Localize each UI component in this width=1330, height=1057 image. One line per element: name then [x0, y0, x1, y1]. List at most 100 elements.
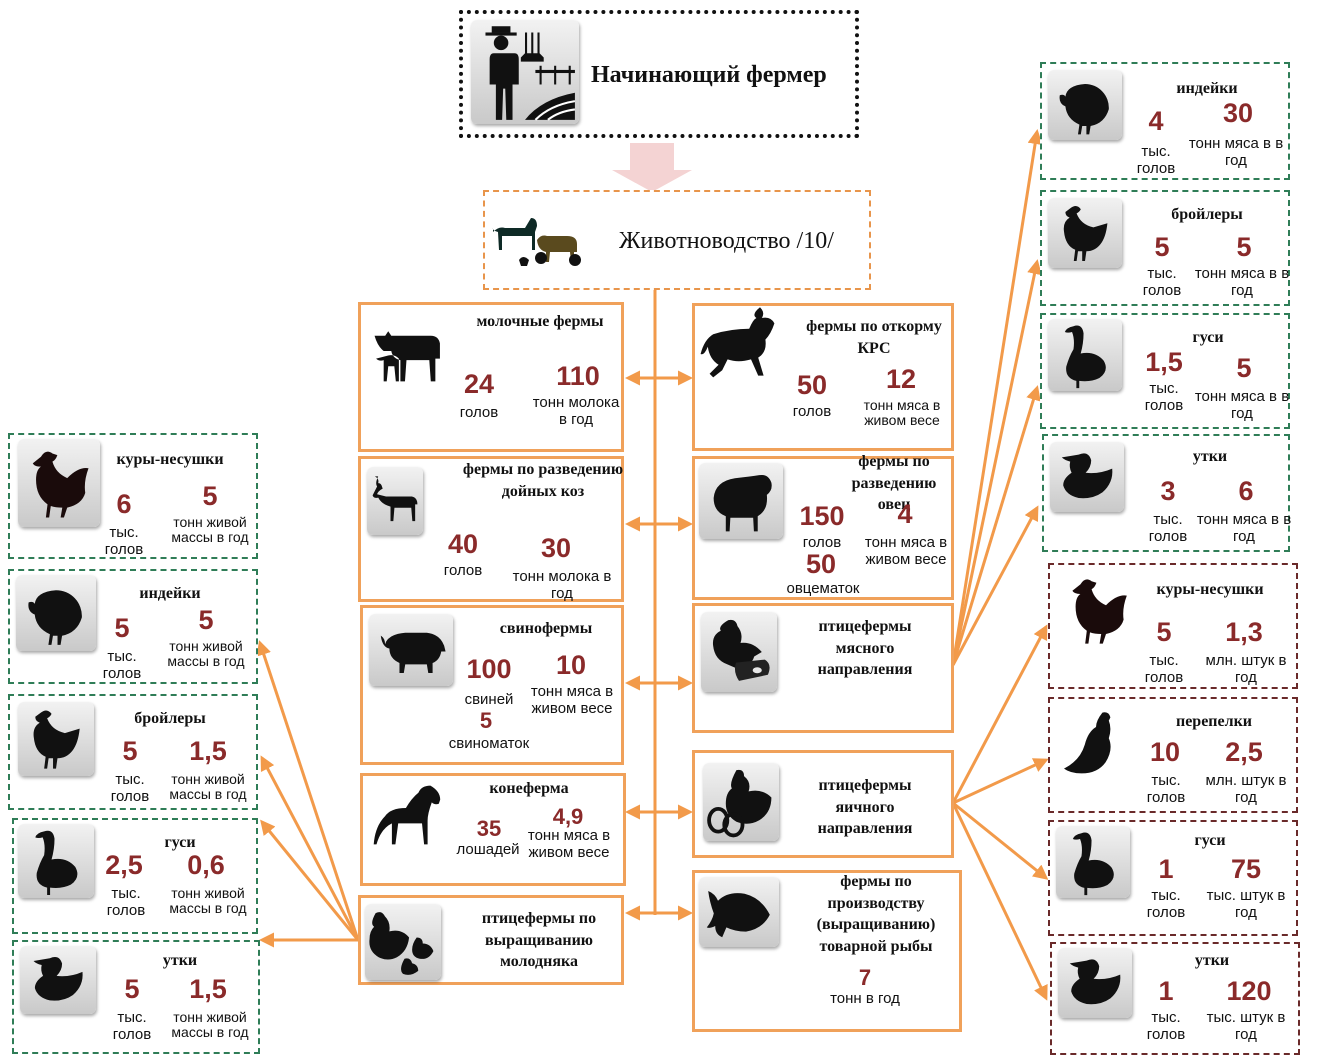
unit: тонн мяса в в год — [1194, 265, 1290, 299]
bird-box-meat-geese: гуси 1,5 тыс. голов 5 тонн мяса в в год — [1040, 313, 1290, 429]
value: 10 — [1149, 737, 1181, 767]
value: 35 — [476, 816, 502, 841]
unit: тыс. голов — [1144, 652, 1184, 686]
farm-title: птицефермы мясного направления — [817, 618, 913, 679]
unit: тыс. штук в год — [1206, 887, 1286, 921]
farm-poultry-young: птицефермы по выращиванию молодняка — [358, 895, 624, 985]
unit: овцематок — [786, 580, 860, 597]
unit: тыс. голов — [102, 648, 142, 682]
unit: тыс. голов — [1142, 265, 1182, 299]
value: 5 — [114, 613, 130, 643]
unit: тыс. голов — [1136, 143, 1176, 177]
bird-title: индейки — [1176, 80, 1238, 97]
hen-icon — [18, 439, 100, 527]
page-title: Начинающий фермер — [591, 62, 827, 88]
value: 50 — [796, 370, 828, 400]
farm-title: конеферма — [489, 780, 569, 797]
unit: голов — [459, 404, 499, 421]
unit: тонн молока в год — [532, 394, 620, 428]
bird-box-egg-ducks: утки 1 тыс. голов 120 тыс. штук в год — [1050, 942, 1300, 1055]
goose-icon — [1056, 826, 1130, 898]
farm-title: фермы по производству (выращиванию) това… — [816, 873, 936, 955]
down-arrow — [612, 143, 692, 192]
value: 6 — [1238, 476, 1254, 506]
unit: тыс. голов — [1144, 380, 1184, 414]
value: 5 — [122, 736, 138, 766]
bird-title: гуси — [1194, 832, 1226, 849]
cow-calf-icon — [365, 313, 451, 389]
value: 12 — [885, 364, 917, 394]
chicken-meat-icon — [701, 612, 777, 692]
value: 4 — [1148, 106, 1164, 136]
unit: тонн мяса в живом весе — [527, 827, 611, 861]
livestock-icon — [489, 210, 589, 274]
value: 110 — [556, 361, 600, 391]
unit: свиноматок — [448, 735, 530, 752]
value: 6 — [116, 489, 132, 519]
quail-icon — [1056, 703, 1136, 783]
farm-title: фермы по разведению дойных коз — [462, 461, 624, 500]
value: 2,5 — [105, 850, 143, 880]
bird-box-left-turkeys: индейки 5 тыс. голов 5 тонн живой массы … — [8, 569, 258, 684]
unit: тыс. штук в год — [1206, 1009, 1286, 1043]
bird-title: гуси — [1192, 329, 1224, 346]
unit: млн. штук в год — [1205, 652, 1287, 686]
bull-icon — [697, 300, 787, 390]
value: 75 — [1230, 854, 1262, 884]
value: 5 — [1154, 232, 1170, 262]
bird-box-egg-quails: перепелки 10 тыс. голов 2,5 млн. штук в … — [1048, 697, 1298, 813]
farm-goats: фермы по разведению дойных коз 40 голов … — [358, 456, 624, 602]
fish-icon — [699, 877, 779, 947]
unit: тонн мяса в живом весе — [530, 683, 614, 717]
duck-icon — [1050, 442, 1124, 512]
unit: тыс. голов — [1146, 1009, 1186, 1043]
bird-box-left-ducks: утки 5 тыс. голов 1,5 тонн живой массы в… — [12, 940, 260, 1054]
goose-icon — [18, 824, 94, 898]
value: 5 — [1236, 232, 1252, 262]
bird-title: индейки — [139, 585, 201, 602]
value: 30 — [1222, 98, 1254, 128]
value: 5 — [1156, 617, 1172, 647]
unit: голов — [792, 403, 832, 420]
bird-box-left-hens: куры-несушки 6 тыс. голов 5 тонн живой м… — [8, 433, 258, 559]
farm-poultry-meat: птицефермы мясного направления — [692, 603, 954, 733]
unit: тонн живой массы в год — [171, 1009, 249, 1041]
bird-title: утки — [162, 952, 198, 969]
value: 1 — [1158, 976, 1174, 1006]
bird-box-left-geese: гуси 2,5 тыс. голов 0,6 тонн живой массы… — [12, 818, 258, 934]
goat-icon — [367, 467, 423, 535]
hen-eggs-icon — [703, 763, 779, 841]
value: 150 — [799, 501, 845, 531]
turkey-icon — [1048, 70, 1122, 140]
value: 4,9 — [552, 804, 584, 829]
broiler-icon — [18, 702, 94, 776]
unit: тонн мяса в в год — [1194, 388, 1290, 422]
farm-pigs: свинофермы 100 свиней 5 свиноматок 10 то… — [360, 605, 624, 765]
value: 2,5 — [1225, 737, 1263, 767]
unit: голов — [443, 562, 483, 579]
unit: тыс. голов — [110, 771, 150, 805]
hen-chicks-icon — [365, 904, 441, 980]
duck-icon — [20, 946, 96, 1014]
livestock-box: Животноводство /10/ — [483, 190, 871, 290]
bird-box-meat-broilers: бройлеры 5 тыс. голов 5 тонн мяса в в го… — [1040, 190, 1290, 306]
unit: свиней — [464, 691, 514, 708]
value: 3 — [1160, 476, 1176, 506]
unit: тонн мяса в живом весе — [864, 534, 948, 568]
value: 1 — [1158, 854, 1174, 884]
farm-title: фермы по разведению овец — [851, 453, 937, 514]
value: 4 — [897, 499, 913, 529]
unit: тонн молока в год — [512, 568, 612, 602]
value: 10 — [555, 650, 587, 680]
bird-title: бройлеры — [1171, 206, 1243, 223]
unit: тыс. голов — [1148, 511, 1188, 545]
unit: млн. штук в год — [1205, 772, 1287, 806]
bird-box-left-broilers: бройлеры 5 тыс. голов 1,5 тонн живой мас… — [8, 694, 258, 810]
farm-title: свинофермы — [499, 620, 593, 637]
horse-icon — [367, 780, 449, 850]
value: 1,5 — [189, 736, 227, 766]
value: 1,5 — [1145, 347, 1183, 377]
sheep-icon — [699, 463, 783, 539]
bird-title: перепелки — [1175, 713, 1253, 730]
value: 40 — [447, 529, 479, 559]
